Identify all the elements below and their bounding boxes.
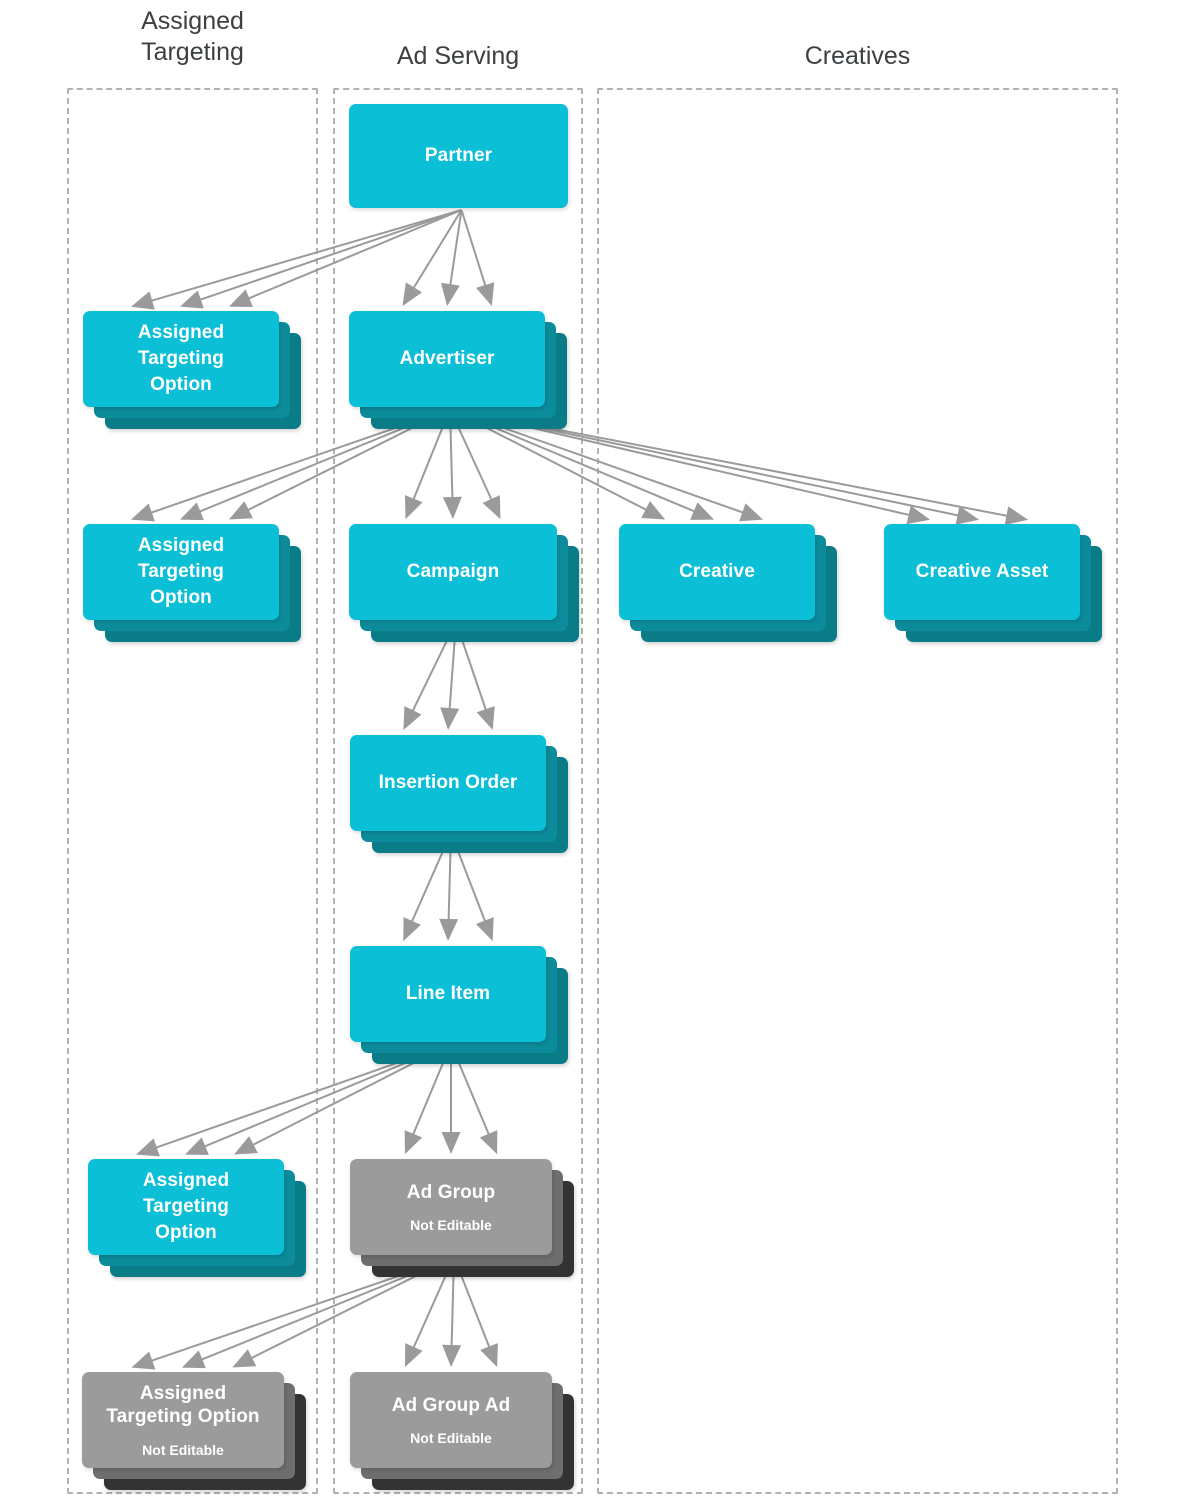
node-sublabel: Not Editable (410, 1217, 492, 1234)
node-assigned-targeting-option-advertiser[interactable]: Assigned Targeting Option (83, 524, 301, 642)
node-label: Ad Group (406, 1181, 496, 1203)
node-partner[interactable]: Partner (349, 104, 568, 208)
node-face[interactable]: Assigned Targeting Option (88, 1159, 284, 1255)
node-face[interactable]: Partner (349, 104, 568, 208)
node-label: Assigned Targeting Option (142, 1170, 230, 1243)
node-label: Assigned Targeting Option (137, 535, 225, 608)
node-campaign[interactable]: Campaign (349, 524, 579, 642)
node-face[interactable]: Advertiser (349, 311, 545, 407)
node-sublabel: Not Editable (410, 1430, 492, 1447)
node-label: Campaign (406, 561, 500, 583)
node-advertiser[interactable]: Advertiser (349, 311, 567, 429)
node-sublabel: Not Editable (142, 1441, 224, 1458)
node-label: Advertiser (399, 348, 495, 370)
node-face[interactable]: Assigned Targeting Option (83, 524, 279, 620)
node-face[interactable]: Assigned Targeting Option (83, 311, 279, 407)
node-face[interactable]: Insertion Order (350, 735, 546, 831)
node-label: Assigned Targeting Option (137, 322, 225, 395)
node-line-item[interactable]: Line Item (350, 946, 568, 1064)
column-header-ad-serving: Ad Serving (333, 41, 583, 72)
node-creative[interactable]: Creative (619, 524, 837, 642)
swimlane-assigned-targeting (67, 88, 318, 1494)
node-face[interactable]: Line Item (350, 946, 546, 1042)
column-header-label: Creatives (804, 42, 911, 70)
node-label: Line Item (405, 983, 491, 1005)
node-assigned-targeting-option-partner[interactable]: Assigned Targeting Option (83, 311, 301, 429)
column-header-label: Assigned Targeting (141, 7, 244, 66)
node-label: Creative Asset (915, 561, 1049, 583)
swimlane-ad-serving (333, 88, 583, 1494)
column-header-assigned-targeting: Assigned Targeting (67, 6, 318, 67)
column-header-creatives: Creatives (597, 41, 1118, 72)
node-face[interactable]: Creative (619, 524, 815, 620)
node-creative-asset[interactable]: Creative Asset (884, 524, 1102, 642)
node-label: Ad Group Ad (391, 1394, 511, 1416)
node-face[interactable]: Campaign (349, 524, 557, 620)
node-label: Partner (424, 145, 493, 167)
node-ad-group-ad[interactable]: Ad Group Ad Not Editable (350, 1372, 574, 1490)
node-assigned-targeting-option-line-item[interactable]: Assigned Targeting Option (88, 1159, 306, 1277)
node-label: Creative (679, 561, 755, 583)
node-label: Assigned Targeting Option (106, 1383, 260, 1427)
node-face[interactable]: Ad Group Ad Not Editable (350, 1372, 552, 1468)
swimlane-creatives (597, 88, 1118, 1494)
node-face[interactable]: Creative Asset (884, 524, 1080, 620)
node-label: Insertion Order (378, 772, 518, 794)
node-insertion-order[interactable]: Insertion Order (350, 735, 568, 853)
column-header-label: Ad Serving (396, 42, 520, 70)
